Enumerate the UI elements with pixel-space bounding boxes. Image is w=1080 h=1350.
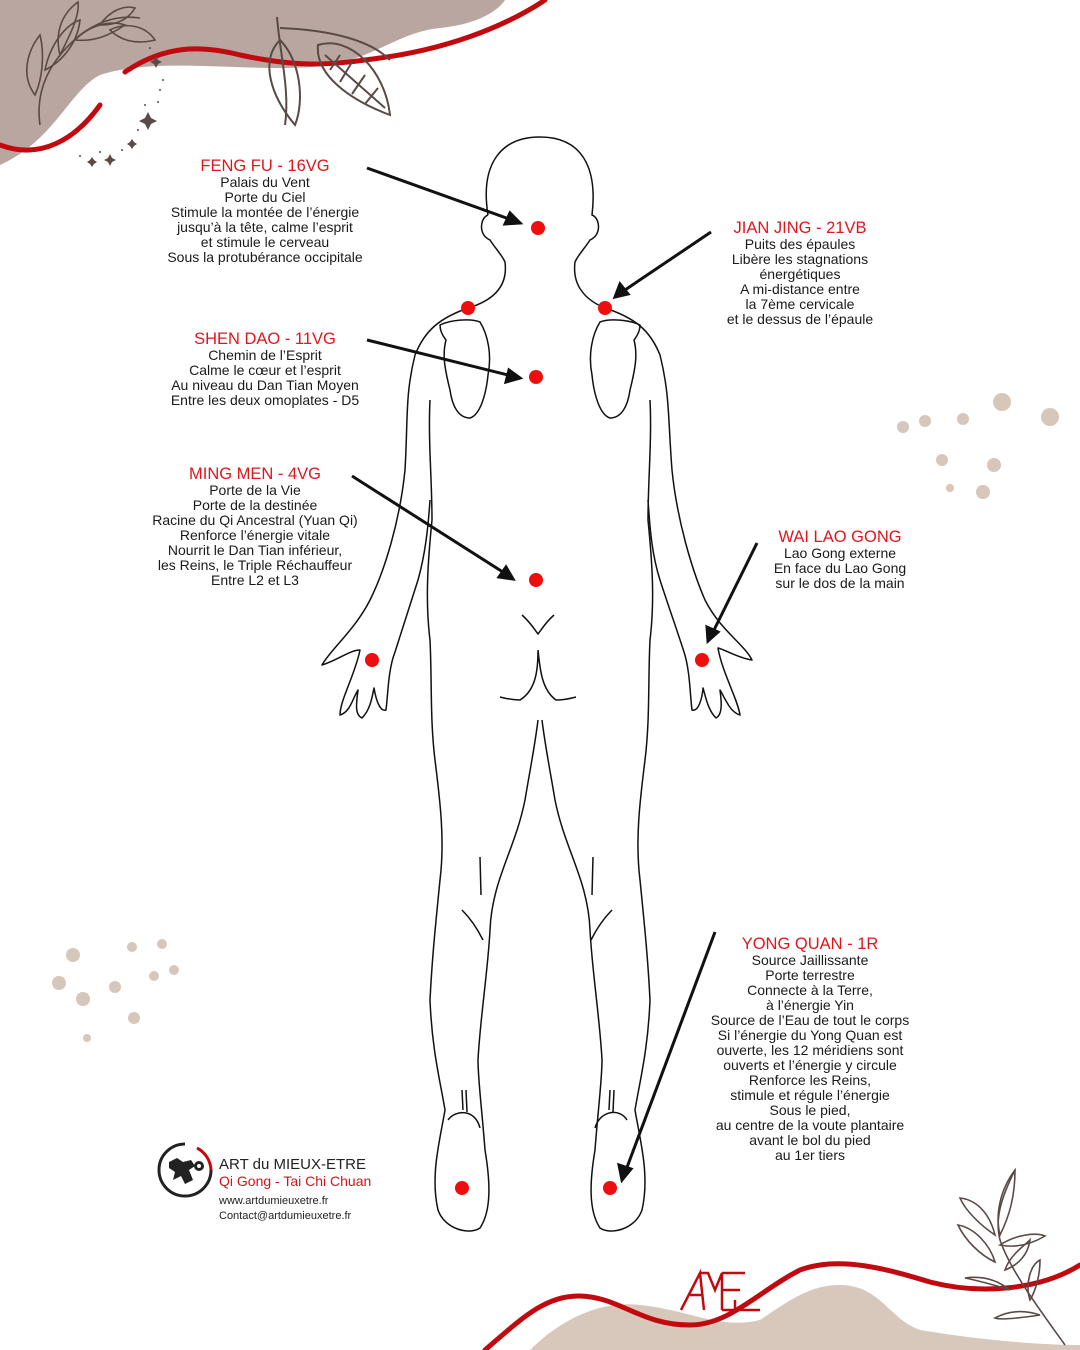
description-line: Chemin de l’Esprit: [208, 347, 322, 363]
point-title: JIAN JING - 21VB: [733, 219, 867, 237]
description-line: Porte du Ciel: [224, 189, 306, 205]
bottom-red-wave: [482, 1261, 1080, 1350]
description-line: la 7ème cervicale: [745, 296, 855, 312]
sparkle-stars: [79, 47, 164, 167]
point-feng-fu: [531, 221, 545, 235]
point-yong-quan-right: [603, 1181, 617, 1195]
taichi-logo-icon: [157, 1142, 213, 1198]
description-line: Porte terrestre: [765, 967, 855, 983]
description-line: Source de l’Eau de tout le corps: [710, 1012, 910, 1028]
point-jian-jing-left: [461, 301, 475, 315]
label-ming-men: MING MEN - 4VG Porte de la Vie Porte de …: [130, 465, 380, 588]
decorative-dots-left: [52, 939, 179, 1042]
point-yong-quan-left: [455, 1181, 469, 1195]
description-line: Source Jaillissante: [751, 952, 869, 968]
brand-logo-block: ART du MIEUX-ETRE Qi Gong - Tai Chi Chua…: [155, 1140, 375, 1230]
leg-left: [429, 719, 539, 1232]
description-line: En face du Lao Gong: [773, 560, 907, 576]
website-link[interactable]: www.artdumieuxetre.fr: [219, 1195, 329, 1207]
decorative-dots-right: [897, 393, 1059, 499]
description-line: les Reins, le Triple Réchauffeur: [157, 557, 353, 573]
description-line: Nourrit le Dan Tian inférieur,: [167, 542, 343, 558]
description-line: ouverts et l’énergie y circule: [723, 1057, 897, 1073]
label-jian-jing: JIAN JING - 21VB Puits des épaules Libèr…: [700, 219, 900, 327]
brand-subtitle: Qi Gong - Tai Chi Chuan: [219, 1173, 372, 1189]
torso-right: [604, 307, 753, 719]
description-line: Lao Gong externe: [783, 545, 897, 561]
description-line: Entre L2 et L3: [211, 572, 299, 588]
description-line: Renforce l’énergie vitale: [179, 527, 331, 543]
description-line: Porte de la destinée: [192, 497, 318, 513]
email-link[interactable]: Contact@artdumieuxetre.fr: [219, 1210, 352, 1222]
torso-left: [321, 307, 469, 719]
description-line: au 1er tiers: [774, 1147, 846, 1163]
description-line: Puits des épaules: [744, 236, 856, 252]
label-shen-dao: SHEN DAO - 11VG Chemin de l’Esprit Calme…: [140, 330, 390, 408]
point-jian-jing-right: [598, 301, 612, 315]
description-line: Entre les deux omoplates - D5: [170, 392, 360, 408]
description-line: Palais du Vent: [220, 174, 310, 190]
description-line: jusqu’à la tête, calme l’esprit: [177, 219, 353, 235]
description-line: avant le bol du pied: [749, 1132, 871, 1148]
description-line: Sous la protubérance occipitale: [167, 249, 363, 265]
label-feng-fu: FENG FU - 16VG Palais du Vent Porte du C…: [140, 157, 390, 265]
point-wai-lao-gong-right: [695, 653, 709, 667]
description-line: et le dessus de l’épaule: [726, 311, 874, 327]
leg-right: [541, 719, 651, 1232]
point-title: MING MEN - 4VG: [188, 465, 321, 483]
acupoints: [365, 221, 709, 1195]
leaf-pair-top: [268, 16, 392, 127]
description-line: Connecte à la Terre,: [747, 982, 873, 998]
ame-monogram: [679, 1268, 760, 1312]
description-line: Libère les stagnations: [731, 251, 869, 267]
description-line: sur le dos de la main: [775, 575, 905, 591]
leaf-branch-top-left: [26, 0, 157, 126]
description-line: Racine du Qi Ancestral (Yuan Qi): [152, 512, 358, 528]
head-outline: [467, 136, 606, 309]
top-mauve-shape: [0, 0, 505, 165]
description-line: ouverte, les 12 méridiens sont: [716, 1042, 904, 1058]
point-wai-lao-gong-left: [365, 653, 379, 667]
description-line: Sous le pied,: [769, 1102, 851, 1118]
description-line: stimule et régule l’énergie: [730, 1087, 890, 1103]
description-line: Au niveau du Dan Tian Moyen: [171, 377, 359, 393]
point-title: SHEN DAO - 11VG: [194, 330, 336, 348]
point-title: FENG FU - 16VG: [200, 157, 330, 175]
pointer-arrows: [351, 166, 759, 1184]
point-title: WAI LAO GONG: [778, 528, 902, 546]
description-line: à l’énergie Yin: [766, 997, 854, 1013]
description-line: énergétiques: [759, 266, 841, 282]
description-line: Stimule la montée de l’énergie: [170, 204, 360, 220]
label-yong-quan: YONG QUAN - 1R Source Jaillissante Porte…: [680, 935, 940, 1163]
description-line: Porte de la Vie: [209, 482, 301, 498]
label-wai-lao-gong: WAI LAO GONG Lao Gong externe En face du…: [750, 528, 930, 591]
description-line: Calme le cœur et l’esprit: [189, 362, 341, 378]
point-title: YONG QUAN - 1R: [741, 935, 879, 953]
bottom-beige-shape: [530, 1285, 1080, 1350]
description-line: au centre de la voute plantaire: [715, 1117, 905, 1133]
description-line: et stimule le cerveau: [200, 234, 330, 250]
leaf-branch-bottom-right: [956, 1167, 1066, 1346]
description-line: A mi-distance entre: [740, 281, 860, 297]
description-line: Si l’énergie du Yong Quan est: [717, 1027, 903, 1043]
point-ming-men: [529, 573, 543, 587]
description-line: Renforce les Reins,: [748, 1072, 872, 1088]
point-shen-dao: [529, 370, 543, 384]
brand-name: ART du MIEUX-ETRE: [219, 1156, 366, 1173]
top-red-wave: [0, 0, 548, 153]
